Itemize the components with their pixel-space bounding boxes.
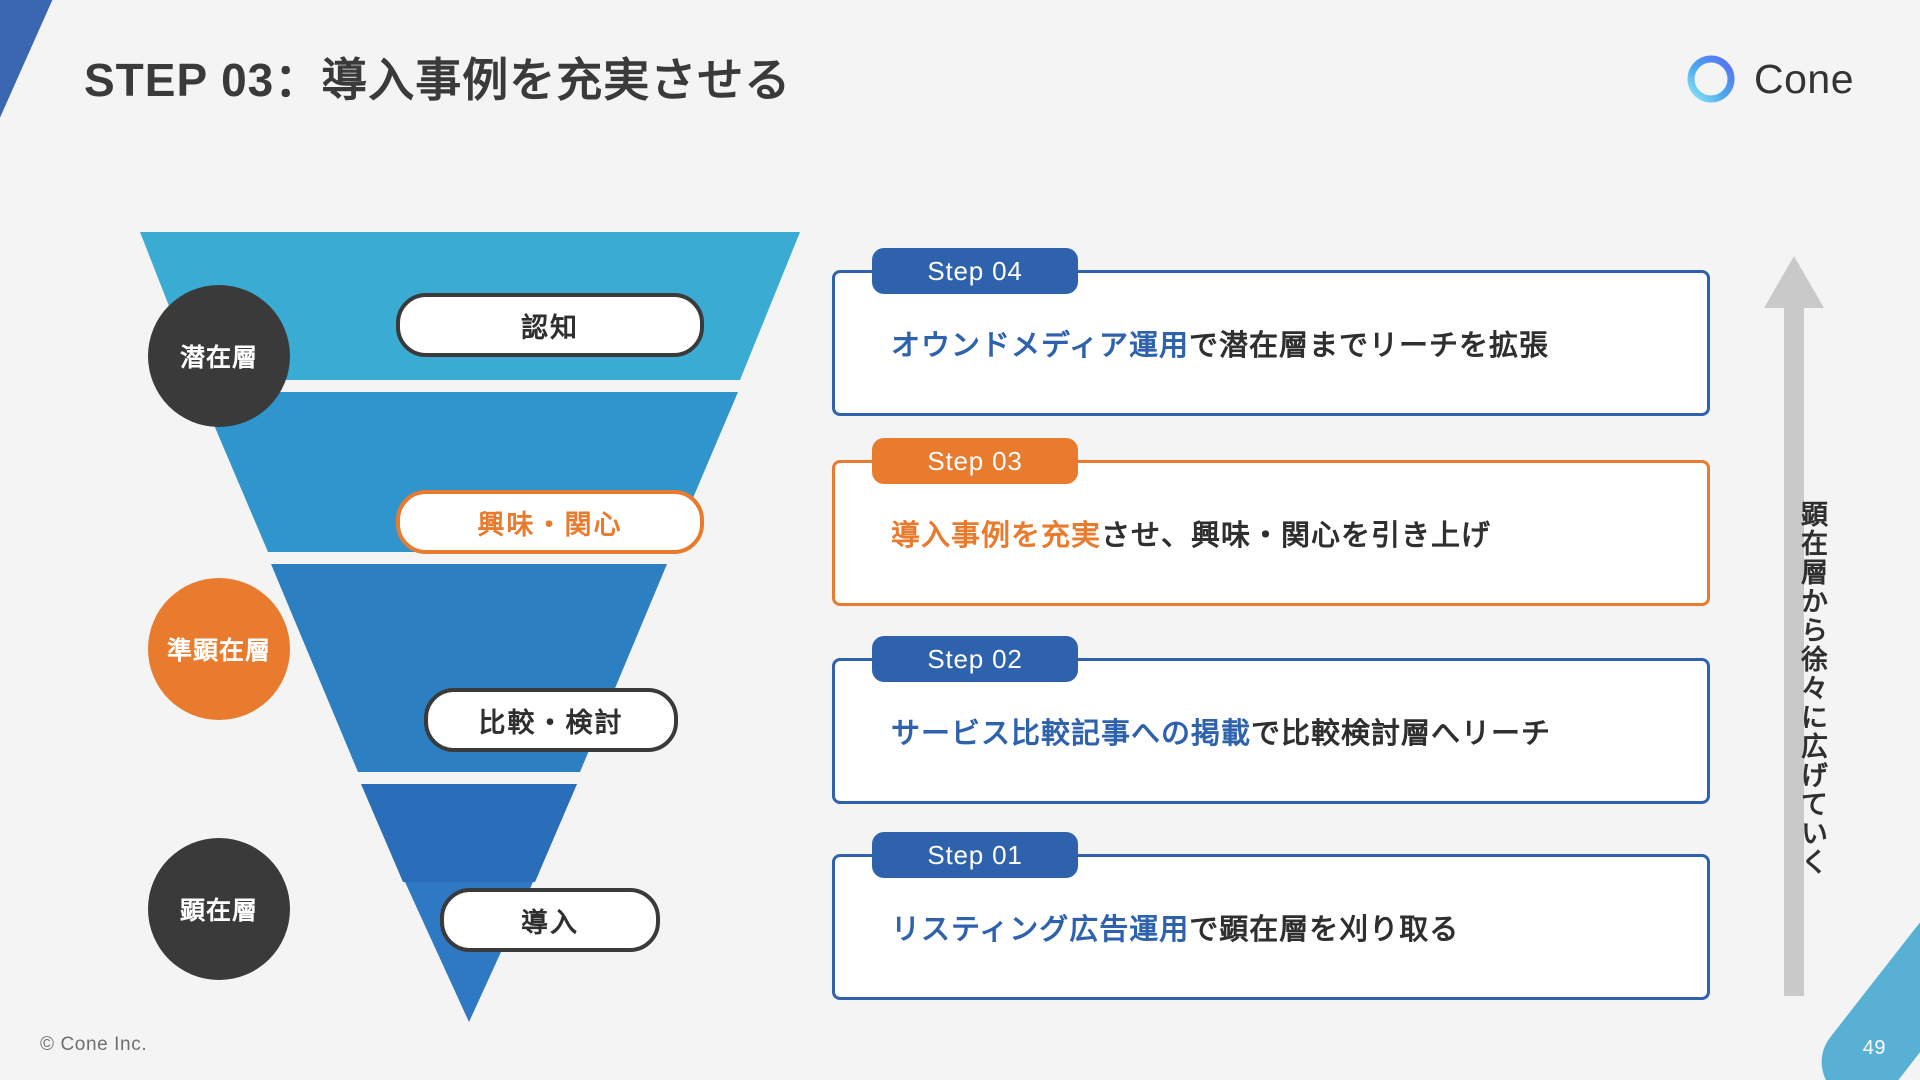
step-card-text: オウンドメディア運用で潜在層までリーチを拡張 [835, 322, 1549, 364]
step-tag-02: Step 02 [872, 636, 1078, 682]
upward-arrow-icon [1764, 256, 1824, 996]
step-card-text: 導入事例を充実させ、興味・関心を引き上げ [835, 512, 1491, 554]
funnel-band-4 [361, 784, 577, 882]
stage-circle-latent: 潜在層 [148, 285, 290, 427]
funnel-pill-awareness: 認知 [396, 293, 704, 357]
step-tag-04: Step 04 [872, 248, 1078, 294]
step-tag-03: Step 03 [872, 438, 1078, 484]
step-rest: で比較検討層へリーチ [1251, 718, 1552, 750]
stage-circle-active: 顕在層 [148, 838, 290, 980]
step-card-02[interactable]: サービス比較記事への掲載で比較検討層へリーチ [832, 658, 1710, 804]
step-rest: で潜在層までリーチを拡張 [1188, 330, 1549, 362]
step-rest: で顕在層を刈り取る [1189, 914, 1460, 946]
step-highlight: リスティング広告運用 [891, 914, 1190, 946]
step-tag-01: Step 01 [872, 832, 1078, 878]
step-card-04[interactable]: オウンドメディア運用で潜在層までリーチを拡張 [832, 270, 1710, 416]
stage-label: 潜在層 [179, 344, 258, 372]
stage-label: 準顕在層 [166, 637, 271, 665]
funnel-pill-adoption: 導入 [440, 888, 660, 952]
page-number: 49 [1862, 1037, 1886, 1059]
stage-label: 顕在層 [179, 897, 258, 925]
funnel-pill-comparison: 比較・検討 [424, 688, 678, 752]
funnel-pill-label: 比較・検討 [478, 707, 624, 738]
brand-logo: Cone [1684, 52, 1854, 106]
footer-copyright: © Cone Inc. [40, 1034, 148, 1055]
brand-name: Cone [1753, 55, 1854, 102]
cone-ring-icon [1687, 55, 1735, 103]
step-highlight: サービス比較記事への掲載 [891, 718, 1252, 750]
funnel-pill-label: 興味・関心 [477, 509, 623, 540]
funnel-pill-label: 導入 [521, 907, 579, 938]
step-rest: させ、興味・関心を引き上げ [1101, 520, 1492, 552]
decorative-bar-top-left [0, 0, 65, 147]
stage-circle-semi-active: 準顕在層 [148, 578, 290, 720]
step-card-01[interactable]: リスティング広告運用で顕在層を刈り取る [832, 854, 1710, 1000]
step-card-text: リスティング広告運用で顕在層を刈り取る [835, 906, 1459, 948]
step-card-text: サービス比較記事への掲載で比較検討層へリーチ [835, 710, 1551, 752]
funnel-pill-interest: 興味・関心 [396, 490, 704, 554]
side-caption: 顕在層から徐々に広げていく [1797, 500, 1827, 877]
step-highlight: オウンドメディア運用 [891, 330, 1189, 362]
funnel-pill-label: 認知 [521, 312, 579, 343]
page-title: STEP 03：導入事例を充実させる [84, 54, 792, 106]
step-card-03[interactable]: 導入事例を充実させ、興味・関心を引き上げ [832, 460, 1710, 606]
step-highlight: 導入事例を充実 [891, 520, 1102, 552]
